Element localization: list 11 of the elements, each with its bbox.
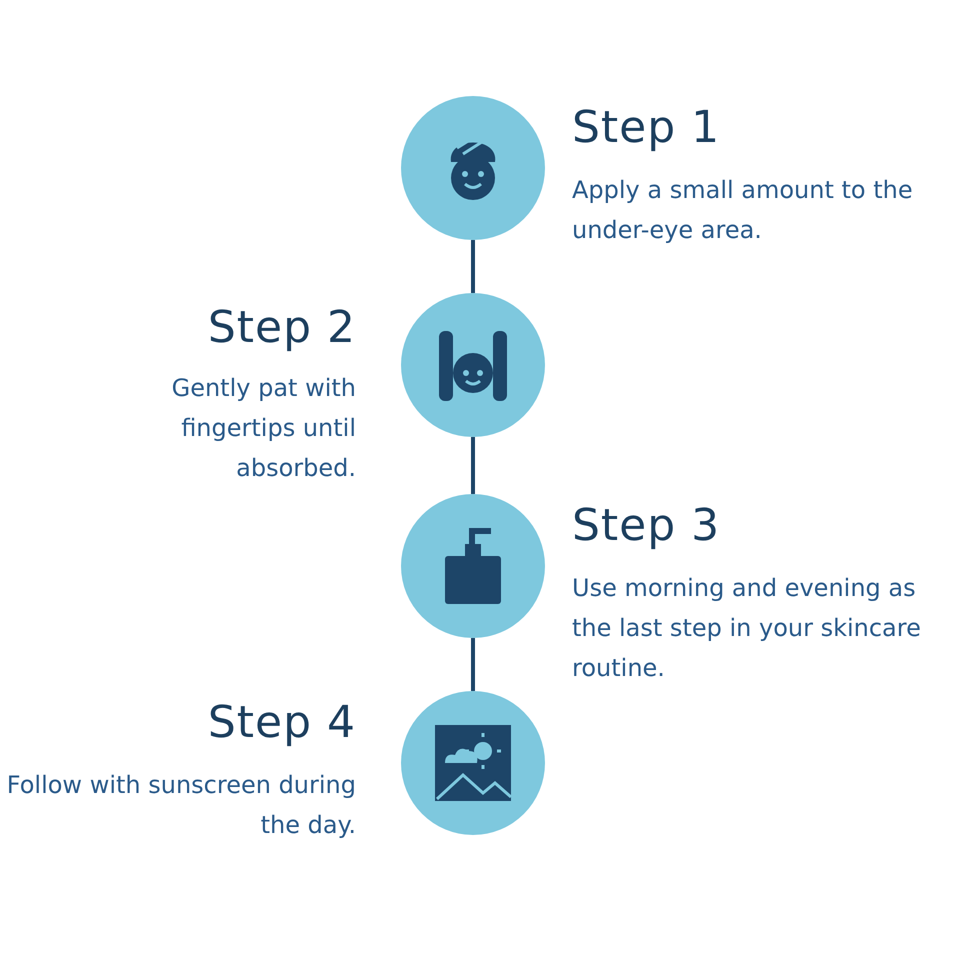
step-heading: Step 4 bbox=[208, 696, 356, 750]
step-description: Apply a small amount to the under-eye area. bbox=[572, 175, 914, 246]
step-description: Follow with sunscreen during the day. bbox=[6, 770, 356, 841]
step-heading: Step 2 bbox=[208, 301, 356, 355]
connector-line bbox=[471, 240, 475, 293]
step-description: Use morning and evening as the last step in your skincare routine. bbox=[572, 573, 922, 684]
step-description: Gently pat with fingertips until absorbed. bbox=[170, 373, 356, 484]
step-heading: Step 3 bbox=[572, 499, 720, 553]
connector-line bbox=[471, 437, 475, 494]
connector-line bbox=[471, 638, 475, 691]
step-heading: Step 1 bbox=[572, 101, 720, 155]
